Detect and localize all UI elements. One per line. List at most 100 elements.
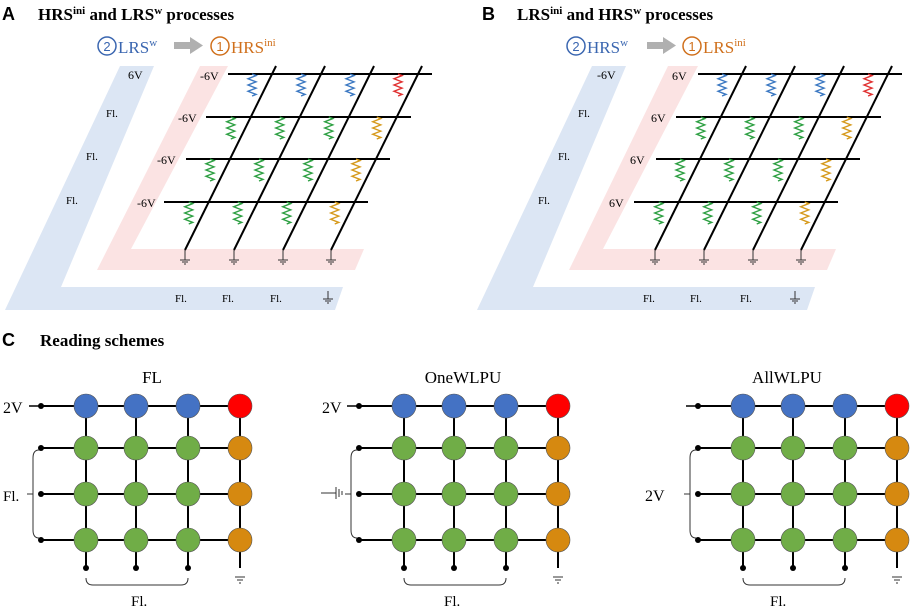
crossbar-array-b <box>634 65 902 265</box>
memory-cell <box>227 527 253 553</box>
ground-icon <box>748 259 758 265</box>
step-1-label: HRSini <box>231 37 276 57</box>
memory-cell <box>441 435 467 461</box>
resistor-icon <box>694 116 707 140</box>
memory-cell <box>493 393 519 419</box>
terminal-dot <box>401 565 407 571</box>
row-voltage-3: -6V <box>157 153 176 167</box>
memory-cell <box>175 527 201 553</box>
resistor-icon <box>701 201 714 225</box>
panel-b-title: LRSini and HRSw processes <box>517 5 713 24</box>
outer-voltage-label: -6V <box>597 68 616 82</box>
memory-cell <box>493 481 519 507</box>
bit-line <box>184 65 277 251</box>
resistor-icon <box>302 158 314 182</box>
memory-cell <box>175 393 201 419</box>
row-voltage-4: -6V <box>137 196 156 210</box>
resistor-icon <box>370 116 383 140</box>
memory-cell <box>175 435 201 461</box>
brace-bottom <box>742 577 846 586</box>
floating-label: Fl. <box>643 293 655 305</box>
top-row-voltage: 2V <box>3 400 23 417</box>
terminal-dot <box>503 565 509 571</box>
resistor-icon <box>716 73 728 97</box>
row-voltage-4: 6V <box>609 196 624 210</box>
bit-line <box>752 65 845 251</box>
memory-cell <box>227 393 253 419</box>
floating-label: Fl. <box>270 293 282 305</box>
bit-line <box>233 65 326 251</box>
ground-icon <box>321 487 343 499</box>
row-voltage-2: -6V <box>178 111 197 125</box>
resistor-icon <box>798 201 811 225</box>
bit-line <box>800 65 893 251</box>
crossbar-array-a <box>164 65 432 265</box>
terminal-dot <box>133 565 139 571</box>
floating-label: Fl. <box>578 108 590 120</box>
resistor-icon <box>743 116 756 140</box>
resistor-icon <box>231 201 244 225</box>
memory-cell <box>73 393 99 419</box>
floating-label: Fl. <box>690 293 702 305</box>
memory-cell <box>545 393 571 419</box>
floating-label: Fl. <box>86 151 98 163</box>
memory-cell <box>884 527 910 553</box>
arrow-icon <box>647 37 676 54</box>
resistor-icon <box>862 73 874 97</box>
resistor-icon <box>652 201 665 225</box>
terminal-dot <box>185 565 191 571</box>
panel-a-step-1: 1 HRSini <box>210 36 276 57</box>
panel-a: A HRSini and LRSw processes 2 LRSw 1 HRS… <box>2 4 432 310</box>
ground-icon <box>229 259 239 265</box>
ground-icon <box>553 576 563 584</box>
resistor-icon <box>814 73 826 97</box>
svg-text:2: 2 <box>103 39 110 54</box>
floating-label: Fl. <box>558 151 570 163</box>
step-circle-icon <box>566 36 586 56</box>
memory-cell <box>73 435 99 461</box>
memory-cell <box>832 393 858 419</box>
terminal-dot <box>356 491 362 497</box>
terminal-dot <box>356 537 362 543</box>
resistor-icon <box>820 158 832 182</box>
resistor-icon <box>204 158 216 182</box>
memory-cell <box>227 435 253 461</box>
memory-cell <box>391 435 417 461</box>
panel-b-letter: B <box>482 4 495 24</box>
arrow-icon <box>174 37 203 54</box>
ground-icon <box>699 259 709 265</box>
brace-bottom <box>85 577 189 586</box>
svg-text:2: 2 <box>572 39 579 54</box>
panel-c: C Reading schemes FL OneWLPU AllWLPU 2V … <box>2 330 910 610</box>
floating-band-blue <box>5 66 343 310</box>
ground-icon <box>796 259 806 265</box>
step-2-label: HRSw <box>587 37 628 57</box>
memory-cell <box>730 481 756 507</box>
floating-band-pink <box>97 66 364 270</box>
brace-bottom <box>403 577 507 586</box>
memory-cell <box>391 393 417 419</box>
resistor-icon <box>392 73 404 97</box>
resistor-icon <box>792 116 805 140</box>
memory-cell <box>493 435 519 461</box>
memory-cell <box>730 527 756 553</box>
resistor-icon <box>280 201 293 225</box>
ground-icon <box>790 291 800 304</box>
memory-cell <box>123 435 149 461</box>
memory-cell <box>832 481 858 507</box>
panel-b-step-1: 1 LRSini <box>682 36 746 57</box>
resistor-icon <box>344 73 356 97</box>
panel-a-step-2: 2 LRSw <box>97 36 157 57</box>
step-1-label: LRSini <box>703 37 746 57</box>
row-voltage-3: 6V <box>630 153 645 167</box>
ground-icon <box>180 259 190 265</box>
memory-cell <box>545 527 571 553</box>
ground-icon <box>326 259 336 265</box>
memory-cell <box>884 481 910 507</box>
floating-band-pink <box>569 66 836 270</box>
resistor-icon <box>322 116 335 140</box>
terminal-dot <box>842 565 848 571</box>
ground-icon <box>892 576 902 584</box>
resistor-icon <box>674 158 686 182</box>
terminal-dot <box>790 565 796 571</box>
